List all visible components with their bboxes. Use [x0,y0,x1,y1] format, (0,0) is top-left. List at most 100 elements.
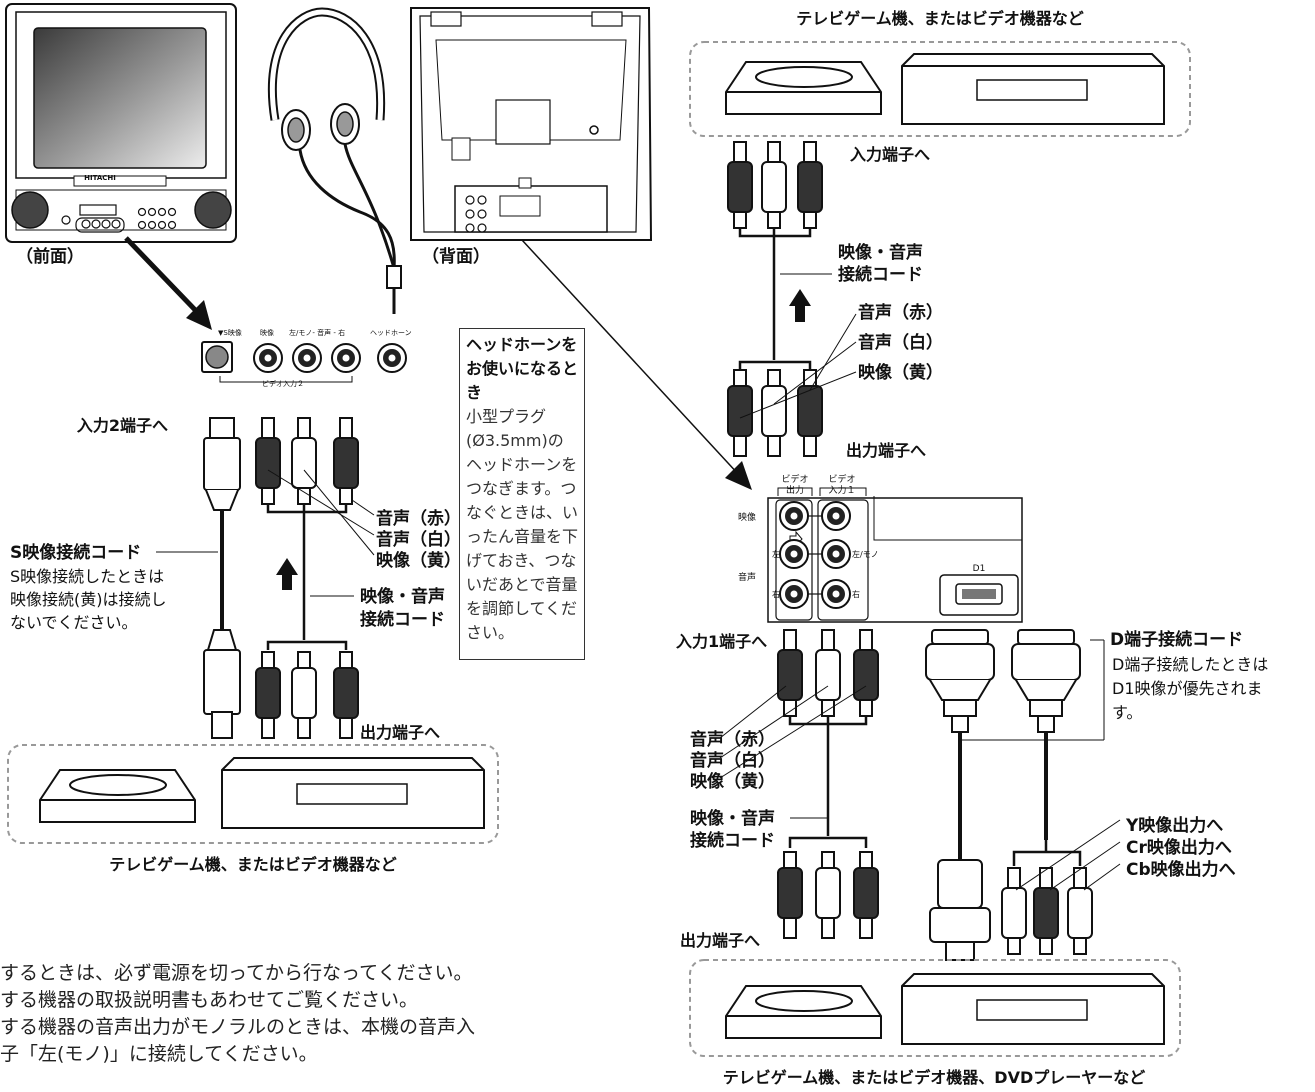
video-jack-front [253,343,283,373]
s-cord-title: S映像接続コード [10,542,141,563]
left-output-to-label: 出力端子へ [360,723,440,742]
right-top-av-cord-label-1: 映像・音声 [838,242,923,263]
left-audio-white-label: 音声（白） [376,529,461,550]
video-in1-label-1: ビデオ [828,473,855,485]
input2-to-label: 入力2端子へ [77,416,168,435]
note-line-4: 子「左(モノ)」に接続してください。 [0,1043,318,1065]
s-cord-note-3: ないでください。 [10,613,138,632]
d-terminal-cable [925,629,1093,961]
right-speaker [194,191,232,229]
s-cord-note-2: 映像接続(黄)は接続し [10,590,167,609]
in-right-label: 右 [852,589,860,599]
right-top-game-console [725,61,882,115]
headphone-jack [377,343,407,373]
input1-to-label: 入力1端子へ [676,632,767,651]
right-top-device-group [689,41,1191,137]
left-flow-arrow [276,558,298,590]
rear-tv [410,7,653,241]
left-video-yellow-label: 映像（黄） [376,550,461,571]
notes-block: するときは、必ず電源を切ってから行なってください。 する機器の取扱説明書もあわせ… [0,960,660,1068]
right-bottom-device-group [689,959,1181,1057]
d1-label: D1 [973,564,986,574]
right-bottom-device-caption: テレビゲーム機、またはビデオ機器、DVDプレーヤーなど [723,1068,1145,1087]
right-bottom-av-cable-bottom-plugs [777,851,879,939]
out-right-label: 右 [772,589,780,599]
right-top-input-to-label: 入力端子へ [850,145,930,164]
right-top-cable-top-plugs [727,141,823,229]
right-bottom-av-cord-label-2: 接続コード [690,830,775,851]
headphone-tip-body: 小型プラグ(Ø3.5mm)のヘッドホーンをつなぎます。つなぐときは、いったん音量… [466,407,579,642]
s-cord-note-1: S映像接続したときは [10,567,164,586]
in-left-mono-label: 左/モノ [852,549,879,559]
left-av-cord-label-1: 映像・音声 [360,586,445,607]
left-av-cord-label-2: 接続コード [360,609,445,630]
video-out-label-2: 出力 [786,484,804,496]
left-video-recorder [221,757,485,829]
right-top-av-cord-label-2: 接続コード [838,264,923,285]
front-input-panel: ▼S映像 映像 左/モノ- 音声 - 右 ヘッドホーン ビデオ入力２ [201,328,412,388]
right-top-device-caption: テレビゲーム機、またはビデオ機器など [796,9,1084,28]
panel-video-label: 映像 [260,328,274,337]
headphones-illustration [267,7,402,314]
right-top-output-to-label: 出力端子へ [846,441,926,460]
d-cord-title: D端子接続コード [1110,629,1243,650]
cb-out-label: Cb映像出力へ [1126,859,1236,880]
video-out-label-1: ビデオ [781,473,808,485]
right-bottom-video-recorder [901,973,1165,1045]
audio-in-right-jack [821,579,851,609]
audio-left-jack-front [292,343,322,373]
left-speaker [11,191,49,229]
right-top-flow-arrow [789,289,811,322]
right-bottom-audio-red-label: 音声（赤） [690,729,775,750]
audio-in-left-jack [821,539,851,569]
video-input2-label: ビデオ入力２ [262,379,304,388]
note-line-1: するときは、必ず電源を切ってから行なってください。 [0,962,473,984]
rear-input-panel: ビデオ 出力 ビデオ 入力１ 映像 音声 左 右 左/モノ 右 D1 [738,473,1023,623]
right-bottom-output-to-label: 出力端子へ [680,931,760,950]
video-out-jack [779,501,809,531]
headphone-tip-title: ヘッドホーンをお使いになるとき [466,335,579,402]
d-cord-note-1: D端子接続したときは [1112,655,1268,674]
left-av-cable-top-plugs [255,417,359,505]
cr-out-label: Cr映像出力へ [1126,837,1232,858]
left-game-console [39,769,196,823]
right-bottom-av-cord-label-1: 映像・音声 [690,808,775,829]
right-bottom-game-console [725,985,882,1039]
row-video-label: 映像 [738,511,756,523]
panel-audio-label: 左/モノ- 音声 - 右 [289,328,345,337]
s-video-cable [203,417,241,739]
audio-out-right-jack [779,579,809,609]
headphone-tip-box: ヘッドホーンをお使いになるとき 小型プラグ(Ø3.5mm)のヘッドホーンをつなぎ… [459,328,585,660]
right-bottom-audio-white-label: 音声（白） [690,750,775,771]
right-bottom-video-yellow-label: 映像（黄） [690,771,775,792]
right-top-cable-bottom-plugs [727,369,823,457]
video-in1-jack [821,501,851,531]
brand-logo: HITACHI [84,174,116,182]
right-top-audio-white-label: 音声（白） [858,332,943,353]
d-cord-note-3: す。 [1112,703,1142,722]
right-top-audio-red-label: 音声（赤） [858,302,943,323]
note-line-3: する機器の音声出力がモノラルのときは、本機の音声入 [0,1016,476,1038]
left-av-cable-bottom-plugs [255,651,359,739]
video-in1-label-2: 入力１ [828,484,855,496]
left-device-caption: テレビゲーム機、またはビデオ機器など [109,855,397,874]
right-bottom-av-cable [777,629,879,717]
left-audio-red-label: 音声（赤） [376,508,461,529]
y-out-label: Y映像出力へ [1125,815,1223,836]
note-line-2: する機器の取扱説明書もあわせてご覧ください。 [0,989,419,1011]
audio-right-jack-front [331,343,361,373]
d-cord-note-2: D1映像が優先されま [1112,679,1263,698]
right-top-video-yellow-label: 映像（黄） [858,362,943,383]
rear-label: （背面） [422,246,490,267]
front-label: （前面） [16,246,84,267]
right-top-video-recorder [901,53,1165,125]
out-left-label: 左 [772,549,780,559]
row-audio-label: 音声 [738,571,756,583]
panel-s-video-label: ▼S映像 [218,328,242,337]
panel-headphone-label: ヘッドホーン [370,329,412,337]
s-video-jack [205,345,229,369]
tv-screen [33,27,207,169]
audio-out-left-jack [779,539,809,569]
front-tv [5,3,237,243]
